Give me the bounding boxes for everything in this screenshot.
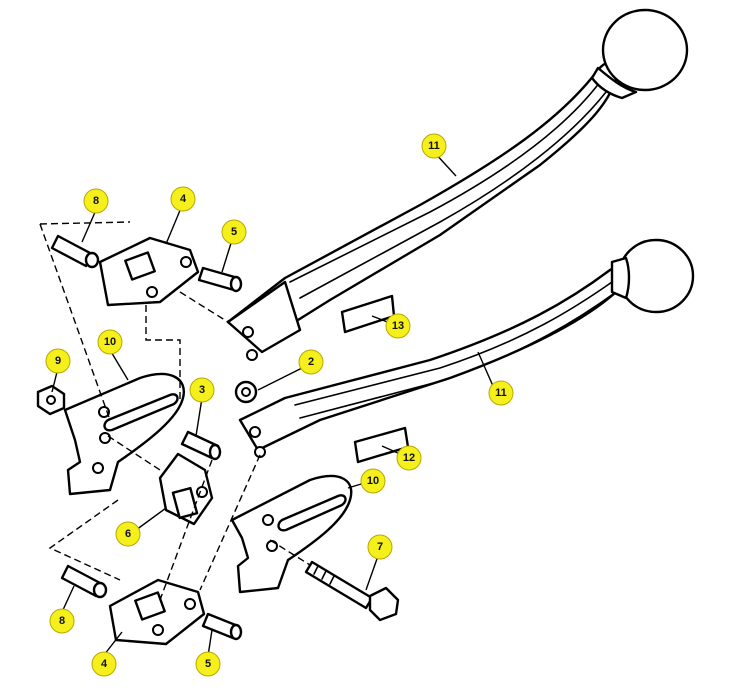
pin-8-lower: [60, 564, 108, 599]
callout-badge: 3: [189, 377, 215, 403]
callout-number: 11: [428, 140, 440, 152]
center-block: [158, 452, 214, 526]
callout-badge: 10: [97, 329, 123, 355]
callout-number: 13: [392, 320, 404, 332]
callout-badge: 4: [91, 651, 117, 677]
callout-badge: 4: [170, 186, 196, 212]
lower-handle-knob: [610, 238, 695, 314]
callout-badge: 8: [49, 608, 75, 634]
callout-badge: 11: [421, 133, 447, 159]
callout-badges: 11 11 13 12 10 10 9 8: [45, 133, 514, 677]
pin-5-lower: [201, 612, 243, 641]
callout-number: 5: [231, 226, 237, 238]
callout-number: 12: [403, 452, 415, 464]
callout-number: 6: [125, 528, 131, 540]
callout-number: 7: [377, 541, 383, 553]
callout-badge: 2: [298, 349, 324, 375]
side-plate-left: [63, 372, 186, 496]
callout-badge: 11: [488, 380, 514, 406]
pin-8-upper: [50, 234, 100, 269]
upper-handle-knob: [590, 8, 689, 100]
upper-shackle: [98, 236, 200, 307]
callout-number: 11: [495, 387, 507, 399]
callout-number: 10: [104, 336, 116, 348]
callout-number: 10: [367, 475, 379, 487]
callout-badge: 13: [385, 313, 411, 339]
callout-number: 8: [59, 615, 65, 627]
callout-badge: 12: [396, 445, 422, 471]
callout-number: 5: [205, 658, 211, 670]
bolt: [304, 560, 400, 622]
callout-number: 3: [199, 384, 205, 396]
callout-number: 8: [93, 195, 99, 207]
side-plate-right: [230, 474, 353, 594]
callout-badge: 5: [195, 651, 221, 677]
callout-badge: 7: [367, 534, 393, 560]
callout-number: 4: [180, 193, 187, 205]
callout-number: 4: [101, 658, 108, 670]
pivot-washer: [234, 380, 258, 404]
pin-3: [180, 430, 222, 461]
callout-badge: 10: [360, 468, 386, 494]
callout-badge: 5: [221, 219, 247, 245]
callout-number: 9: [55, 355, 61, 367]
callout-number: 2: [308, 356, 314, 368]
hex-nut: [36, 384, 66, 416]
callout-badge: 6: [115, 521, 141, 547]
lower-shackle: [108, 578, 206, 646]
pin-5-upper: [197, 266, 243, 293]
callout-badge: 8: [83, 188, 109, 214]
callout-badge: 9: [45, 348, 71, 374]
assembly-lines: [39, 221, 311, 601]
